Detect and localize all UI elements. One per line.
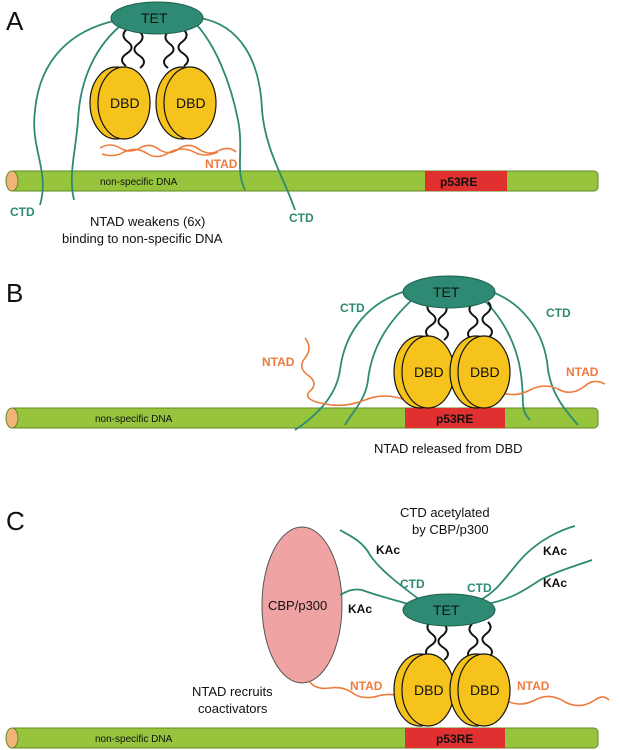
ntad-label-left: NTAD (262, 355, 295, 369)
dna-strand (9, 170, 599, 192)
ctd-label-left: CTD (340, 301, 365, 315)
ntad-chain (101, 148, 219, 158)
kac-label: KAc (348, 602, 372, 616)
dbd-right-label: DBD (176, 95, 206, 111)
dna-label: non-specific DNA (95, 734, 173, 745)
linker (467, 303, 479, 341)
dbd-right-label: DBD (470, 364, 500, 380)
linker (163, 31, 175, 69)
ctd-tail-left-2 (70, 21, 126, 201)
panel-b-letter: B (6, 278, 23, 308)
dna-end-cap (5, 407, 19, 429)
panel-c-letter: C (6, 506, 25, 536)
linker (467, 623, 479, 661)
panel-a-dna: non-specific DNA p53RE (5, 170, 599, 192)
panel-c: C non-specific DNA p53RE CBP/p300 KAc KA… (5, 505, 610, 749)
panel-b-dna: non-specific DNA p53RE (5, 407, 599, 429)
ctd-tail-right-2 (485, 559, 593, 605)
cbp-label: CBP/p300 (268, 598, 327, 613)
panel-b: B non-specific DNA p53RE CTD CTD NTAD NT… (5, 275, 606, 456)
p53re-label: p53RE (436, 732, 473, 746)
dna-end-cap (5, 727, 19, 749)
ctd-tail-left-2 (339, 588, 416, 607)
dna-label: non-specific DNA (100, 177, 178, 188)
ntad-chain-right (504, 695, 610, 707)
dbd-right (163, 66, 217, 140)
linker (121, 29, 133, 67)
ntad-chain-left (309, 681, 405, 699)
panel-a: A non-specific DNA p53RE CTD CTD NTAD DB… (5, 1, 599, 246)
caption: NTAD released from DBD (374, 441, 523, 456)
caption-line-1: NTAD weakens (6x) (90, 214, 205, 229)
dbd-left (97, 66, 151, 140)
ctd-tail-right (485, 289, 579, 426)
panel-a-letter: A (6, 6, 24, 36)
ctd-tail-right-2 (195, 23, 246, 191)
p53re-label: p53RE (440, 175, 477, 189)
ctd-tail-left (33, 19, 119, 206)
tet-domain (402, 593, 496, 627)
ntad-chain-left (301, 337, 436, 407)
panel-c-dna: non-specific DNA p53RE (5, 727, 599, 749)
tet-label: TET (141, 10, 168, 26)
caption-top-line-2: by CBP/p300 (412, 522, 489, 537)
ctd-tail-left (294, 289, 411, 431)
ntad-chain-right (499, 380, 606, 396)
ntad-label-left: NTAD (350, 679, 383, 693)
p53re-segment (405, 408, 505, 428)
dbd-left-label: DBD (414, 682, 444, 698)
ctd-tail-right (479, 525, 576, 601)
ctd-label-left: CTD (400, 577, 425, 591)
ctd-tail-right-2 (481, 297, 531, 421)
tet-label: TET (433, 602, 460, 618)
dbd-right (457, 335, 511, 409)
ctd-label-left: CTD (10, 205, 35, 219)
p53re-segment (425, 171, 507, 191)
kac-label: KAc (376, 543, 400, 557)
tet-domain (402, 275, 496, 309)
linker (133, 31, 145, 69)
linker (437, 623, 449, 661)
ctd-tail-left-2 (344, 297, 415, 426)
linker (437, 303, 449, 341)
ctd-label-right: CTD (467, 581, 492, 595)
kac-label: KAc (543, 576, 567, 590)
tet-domain (110, 1, 204, 35)
ctd-tail-left (339, 529, 421, 601)
dbd-left-label: DBD (110, 95, 140, 111)
dbd-left-label: DBD (414, 364, 444, 380)
ntad-label-right: NTAD (517, 679, 550, 693)
ctd-label-right: CTD (546, 306, 571, 320)
caption-left-line-2: coactivators (198, 701, 268, 716)
cbp-p300-coactivator (261, 526, 343, 684)
ctd-label-right: CTD (289, 211, 314, 225)
dbd-right-label: DBD (470, 682, 500, 698)
dna-label: non-specific DNA (95, 414, 173, 425)
caption-left-line-1: NTAD recruits (192, 684, 273, 699)
ntad-chain (99, 144, 237, 154)
dbd-right (457, 653, 511, 727)
dna-end-cap (5, 170, 19, 192)
caption-line-2: binding to non-specific DNA (62, 231, 223, 246)
tet-label: TET (433, 284, 460, 300)
kac-label: KAc (543, 544, 567, 558)
p53re-segment (405, 728, 505, 748)
ntad-label: NTAD (205, 157, 238, 171)
p53re-label: p53RE (436, 412, 473, 426)
ctd-tail-right (199, 17, 296, 211)
caption-top-line-1: CTD acetylated (400, 505, 490, 520)
linker (177, 29, 189, 67)
ntad-label-right: NTAD (566, 365, 599, 379)
